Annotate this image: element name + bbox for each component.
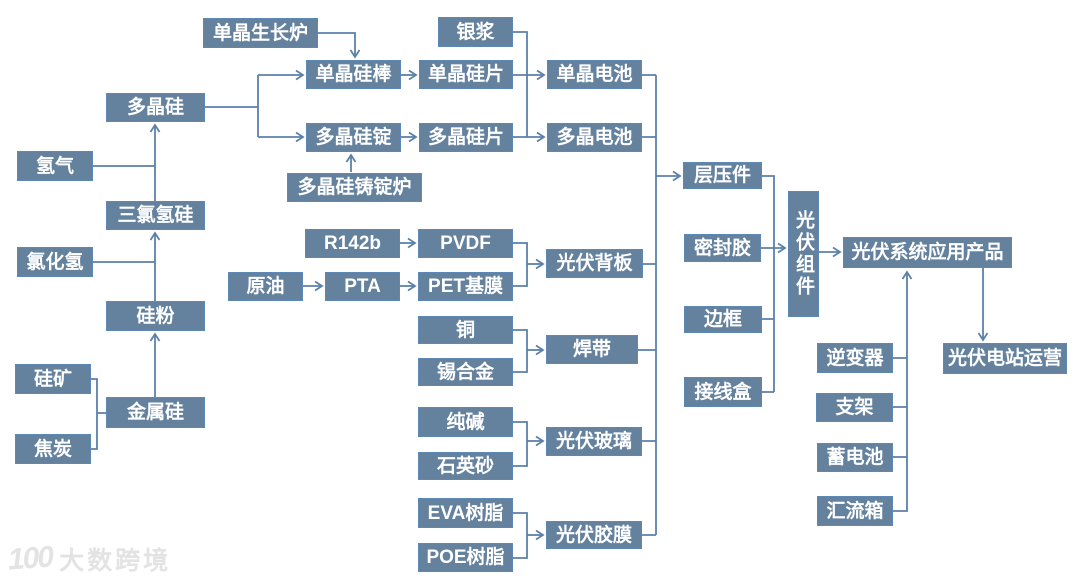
node-crude-oil: 原油 [228,272,303,301]
node-bracket: 支架 [816,393,893,422]
node-copper: 铜 [418,316,513,344]
node-laminate: 层压件 [683,162,762,189]
node-polysilicon: 多晶硅 [106,93,205,122]
node-silver-paste: 银浆 [438,17,513,47]
node-pv-film: 光伏胶膜 [546,521,642,549]
node-soda-ash: 纯碱 [418,407,513,437]
node-mono-rod: 单晶硅棒 [306,60,401,89]
node-frame: 边框 [684,306,762,333]
node-tin-alloy: 锡合金 [418,358,513,386]
node-combiner-box: 汇流箱 [817,496,893,526]
node-poly-cell: 多晶电池 [547,123,642,152]
node-hydrogen-chloride: 氯化氢 [17,247,93,277]
node-pv-backsheet: 光伏背板 [546,249,643,278]
node-hydrogen: 氢气 [17,151,93,181]
node-poly-ingot: 多晶硅锭 [306,123,401,152]
node-pet-film: PET基膜 [418,272,513,301]
node-r142b: R142b [305,229,400,258]
node-pv-glass: 光伏玻璃 [546,427,642,456]
watermark-logo-icon: 100 [6,540,54,577]
node-poly-ingot-furnace: 多晶硅铸锭炉 [287,173,422,202]
node-mono-wafer: 单晶硅片 [419,60,513,89]
node-silicon-powder: 硅粉 [106,301,205,331]
node-battery: 蓄电池 [817,443,893,472]
node-pv-plant: 光伏电站运营 [943,343,1067,374]
node-sealant: 密封胶 [684,234,761,262]
node-mono-growth-furnace: 单晶生长炉 [203,18,318,48]
node-mono-cell: 单晶电池 [547,60,642,89]
node-pvdf: PVDF [418,229,513,258]
node-pv-system: 光伏系统应用产品 [843,237,1012,268]
node-metallic-silicon: 金属硅 [106,397,205,428]
node-pta: PTA [325,272,400,301]
watermark: 100 大数跨境 [6,540,172,577]
node-eva-resin: EVA树脂 [418,498,513,528]
node-trichlorosilane: 三氯氢硅 [106,201,205,230]
node-poly-wafer: 多晶硅片 [419,123,513,152]
node-poe-resin: POE树脂 [418,543,513,572]
node-pv-module: 光伏组件 [788,191,819,317]
node-coke: 焦炭 [15,434,91,464]
node-quartz-sand: 石英砂 [418,452,513,480]
node-silicon-ore: 硅矿 [15,364,91,394]
watermark-text: 大数跨境 [59,547,172,575]
node-junction-box: 接线盒 [684,377,762,407]
node-ribbon: 焊带 [546,335,638,364]
node-inverter: 逆变器 [817,343,893,373]
